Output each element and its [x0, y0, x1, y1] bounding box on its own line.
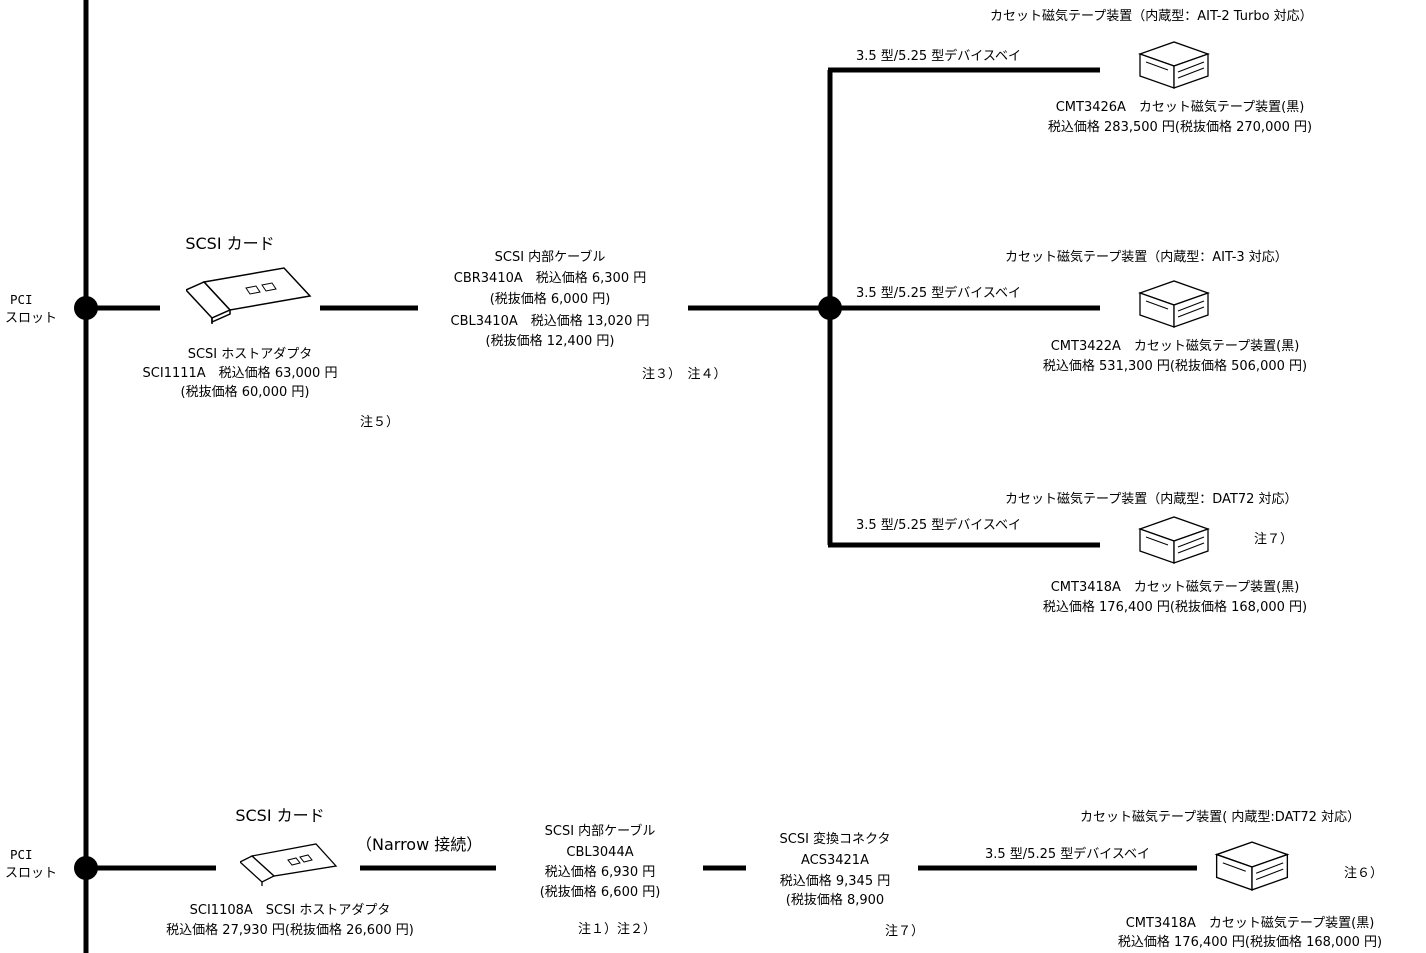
scsi-card-icon — [186, 267, 312, 324]
device-title-bottom: カセット磁気テープ装置( 内蔵型:DAT72 対応） — [1080, 810, 1361, 825]
card-price-bottom: 税込価格 27,930 円(税抜価格 26,600 円) — [166, 923, 414, 938]
pci-slot-label-top-2: スロット — [5, 311, 58, 326]
device-note-bottom: 注６） — [1344, 866, 1384, 881]
cable-title-bottom: SCSI 内部ケーブル — [544, 824, 656, 839]
pci-slot-label-bottom: PCI — [10, 847, 33, 862]
card-name: SCSI ホストアダプタ — [187, 347, 313, 362]
pci-slot-label-top: PCI — [10, 292, 33, 307]
branch-3-price: 税込価格 176,400 円(税抜価格 168,000 円) — [1042, 600, 1308, 615]
cable-title: SCSI 内部ケーブル — [494, 250, 606, 265]
slot-junction-top — [74, 296, 98, 320]
cable-line-2: (税抜価格 6,000 円) — [489, 292, 611, 307]
branch-2-model: CMT3422A カセット磁気テープ装置(黒) — [1050, 339, 1300, 354]
connector-price-excl: (税抜価格 8,900 — [785, 893, 885, 908]
tape-drive-icon-4 — [1214, 841, 1290, 891]
connector-model: ACS3421A — [801, 853, 869, 868]
cable-line-1: CBR3410A 税込価格 6,300 円 — [453, 271, 647, 286]
branch-2-title: カセット磁気テープ装置（内蔵型：AIT-3 対応） — [1005, 250, 1288, 265]
cable-notes-bottom: 注１）注２） — [578, 922, 657, 937]
slot-junction-bottom — [74, 856, 98, 880]
branch-1-bay: 3.5 型/5.25 型デバイスベイ — [856, 49, 1021, 64]
cable-price-bottom: 税込価格 6,930 円 — [544, 865, 656, 880]
cable-model-bottom: CBL3044A — [566, 845, 634, 860]
hub-junction — [818, 296, 842, 320]
cable-price-excl-bottom: (税抜価格 6,600 円) — [539, 885, 661, 900]
card-note: 注５） — [360, 415, 400, 430]
branch-3-bay: 3.5 型/5.25 型デバイスベイ — [856, 518, 1021, 533]
connector-price: 税込価格 9,345 円 — [779, 874, 891, 889]
card-price: SCI1111A 税込価格 63,000 円 — [142, 366, 338, 381]
tape-drive-icon-3 — [1138, 516, 1210, 564]
branch-2-bay: 3.5 型/5.25 型デバイスベイ — [856, 286, 1021, 301]
scsi-card-icon-bottom — [240, 843, 338, 886]
device-price-bottom: 税込価格 176,400 円(税抜価格 168,000 円) — [1117, 935, 1383, 950]
device-model-bottom: CMT3418A カセット磁気テープ装置(黒) — [1125, 916, 1375, 931]
card-name-bottom: SCI1108A SCSI ホストアダプタ — [189, 903, 391, 918]
tape-drive-icon-1 — [1138, 41, 1210, 89]
branch-3-note: 注７） — [1254, 532, 1294, 547]
card-title: SCSI カード — [185, 234, 275, 253]
card-title-bottom: SCSI カード — [235, 806, 325, 825]
card-price-excl: (税抜価格 60,000 円) — [180, 385, 310, 400]
branch-2-price: 税込価格 531,300 円(税抜価格 506,000 円) — [1042, 359, 1308, 374]
connector-title: SCSI 変換コネクタ — [779, 832, 891, 847]
cable-line-4: (税抜価格 12,400 円) — [485, 334, 615, 349]
cable-notes: 注３） 注４） — [642, 367, 727, 382]
narrow-connection-label: （Narrow 接続） — [356, 835, 483, 854]
connector-note: 注７） — [885, 924, 925, 939]
branch-1-price: 税込価格 283,500 円(税抜価格 270,000 円) — [1047, 120, 1313, 135]
pci-slot-label-bottom-2: スロット — [5, 866, 58, 881]
cable-line-3: CBL3410A 税込価格 13,020 円 — [450, 314, 650, 329]
device-bay-bottom: 3.5 型/5.25 型デバイスベイ — [985, 847, 1150, 862]
branch-1-title: カセット磁気テープ装置（内蔵型：AIT-2 Turbo 対応） — [990, 9, 1313, 24]
branch-1-model: CMT3426A カセット磁気テープ装置(黒) — [1055, 100, 1305, 115]
branch-3-model: CMT3418A カセット磁気テープ装置(黒) — [1050, 580, 1300, 595]
tape-drive-icon-2 — [1138, 280, 1210, 328]
branch-3-title: カセット磁気テープ装置（内蔵型：DAT72 対応） — [1005, 492, 1298, 507]
